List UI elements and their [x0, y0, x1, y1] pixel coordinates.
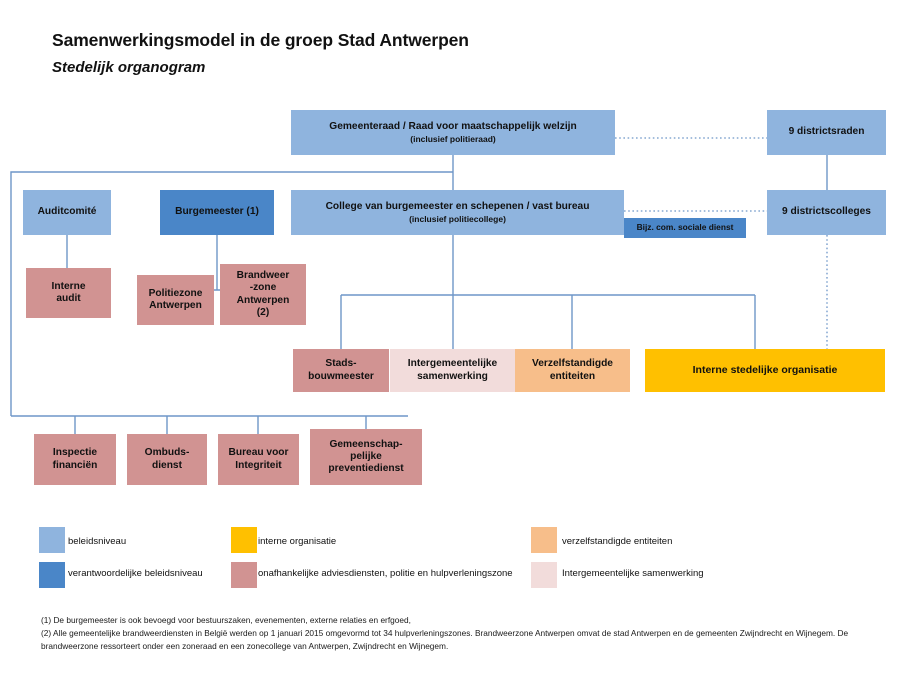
node-politiezone-antwerpen[interactable]: Politiezone Antwerpen [137, 275, 214, 325]
node-brandweerzone-antwerpen[interactable]: Brandweer -zone Antwerpen (2) [220, 264, 306, 325]
node-ombudsdienst-line2: dienst [151, 459, 182, 471]
node-college-label: College van burgemeester en schepenen / … [325, 200, 590, 212]
node-districtsraden-label: 9 districtsraden [788, 126, 865, 138]
node-verzelfstandigde-line1: Verzelfstandigde [532, 358, 613, 370]
legend-swatch-interne-organisatie [231, 527, 257, 553]
node-bijz-com-sociale-dienst[interactable]: Bijz. com. sociale dienst [624, 218, 746, 238]
node-preventiedienst-line2: pelijke [350, 450, 382, 462]
node-bureauintegriteit-line2: Integriteit [235, 459, 282, 471]
node-interne-stedelijke-organisatie[interactable]: Interne stedelijke organisatie [645, 349, 885, 392]
legend-swatch-intergemeentelijke-samenwerking [531, 562, 557, 588]
node-brandweerzone-line2: -zone [249, 282, 277, 294]
node-interne-audit[interactable]: Interne audit [26, 268, 111, 318]
footnote-2: (2) Alle gemeentelijke brandweerdiensten… [41, 627, 849, 651]
page-subtitle: Stedelijk organogram [52, 59, 206, 76]
node-ombudsdienst[interactable]: Ombuds- dienst [127, 434, 207, 485]
node-gemeenteraad[interactable]: Gemeenteraad / Raad voor maatschappelijk… [291, 110, 615, 155]
node-auditcomite-label: Auditcomité [37, 206, 97, 218]
node-preventiedienst-line3: preventiedienst [328, 463, 404, 475]
node-college[interactable]: College van burgemeester en schepenen / … [291, 190, 624, 235]
node-brandweerzone-line3: Antwerpen [236, 294, 290, 306]
node-districtsraden[interactable]: 9 districtsraden [767, 110, 886, 155]
node-intergemeentelijke-samenwerking[interactable]: Intergemeentelijke samenwerking [390, 349, 515, 392]
node-inspectiefinancien-line2: financiën [52, 459, 98, 471]
node-stadsbouwmeester[interactable]: Stads- bouwmeester [293, 349, 389, 392]
legend-swatch-beleidsniveau [39, 527, 65, 553]
node-districtscolleges[interactable]: 9 districtscolleges [767, 190, 886, 235]
node-internestedelijke-label: Interne stedelijke organisatie [692, 364, 838, 377]
node-auditcomite[interactable]: Auditcomité [23, 190, 111, 235]
legend-label-beleidsniveau: beleidsniveau [68, 536, 127, 547]
legend-label-verantwoordelijke-beleidsniveau: verantwoordelijke beleidsniveau [68, 568, 203, 579]
node-gemeenschappelijke-preventiedienst[interactable]: Gemeenschap- pelijke preventiedienst [310, 429, 422, 485]
legend-label-verzelfstandigde-entiteiten: verzelfstandigde entiteiten [562, 536, 673, 547]
page-title: Samenwerkingsmodel in de groep Stad Antw… [52, 30, 469, 50]
node-stadsbouwmeester-line1: Stads- [325, 358, 357, 370]
node-college-sublabel: (inclusief politiecollege) [409, 214, 506, 224]
node-inspectiefinancien-line1: Inspectie [52, 447, 98, 459]
node-interneaudit-line2: audit [56, 293, 81, 304]
legend-swatch-onafhankelijke-adviesdiensten [231, 562, 257, 588]
node-bijzcom-label: Bijz. com. sociale dienst [636, 222, 734, 233]
node-brandweerzone-line4: (2) [256, 306, 270, 318]
node-politiezone-line2: Antwerpen [149, 300, 202, 311]
node-gemeenteraad-sublabel: (inclusief politieraad) [410, 134, 496, 144]
node-bureauintegriteit-line1: Bureau voor [228, 447, 289, 459]
node-brandweerzone-line1: Brandweer [236, 270, 290, 282]
footnotes: (1) De burgemeester is ook bevoegd voor … [41, 614, 871, 653]
legend-label-interne-organisatie: interne organisatie [258, 536, 337, 547]
node-interneaudit-line1: Interne [51, 280, 86, 292]
node-burgemeester-label: Burgemeester (1) [175, 206, 259, 218]
node-inspectie-financien[interactable]: Inspectie financiën [34, 434, 116, 485]
node-intergemeentelijke-line2: samenwerking [417, 370, 488, 382]
node-bureau-voor-integriteit[interactable]: Bureau voor Integriteit [218, 434, 299, 485]
node-ombudsdienst-line1: Ombuds- [144, 447, 190, 459]
node-districtscolleges-label: 9 districtscolleges [782, 206, 871, 218]
node-gemeenteraad-label: Gemeenteraad / Raad voor maatschappelijk… [329, 120, 577, 132]
footnote-1: (1) De burgemeester is ook bevoegd voor … [41, 615, 411, 625]
node-verzelfstandigde-line2: entiteiten [549, 370, 596, 382]
node-intergemeentelijke-line1: Intergemeentelijke [407, 358, 498, 370]
node-preventiedienst-line1: Gemeenschap- [329, 438, 403, 450]
node-stadsbouwmeester-line2: bouwmeester [308, 370, 374, 382]
legend-label-intergemeentelijke-samenwerking: Intergemeentelijke samenwerking [562, 568, 704, 579]
legend-swatch-verantwoordelijke-beleidsniveau [39, 562, 65, 588]
node-politiezone-line1: Politiezone [148, 287, 203, 299]
legend-label-onafhankelijke-adviesdiensten: onafhankelijke adviesdiensten, politie e… [258, 568, 513, 579]
node-burgemeester[interactable]: Burgemeester (1) [160, 190, 274, 235]
legend-swatch-verzelfstandigde-entiteiten [531, 527, 557, 553]
node-verzelfstandigde-entiteiten[interactable]: Verzelfstandigde entiteiten [515, 349, 630, 392]
